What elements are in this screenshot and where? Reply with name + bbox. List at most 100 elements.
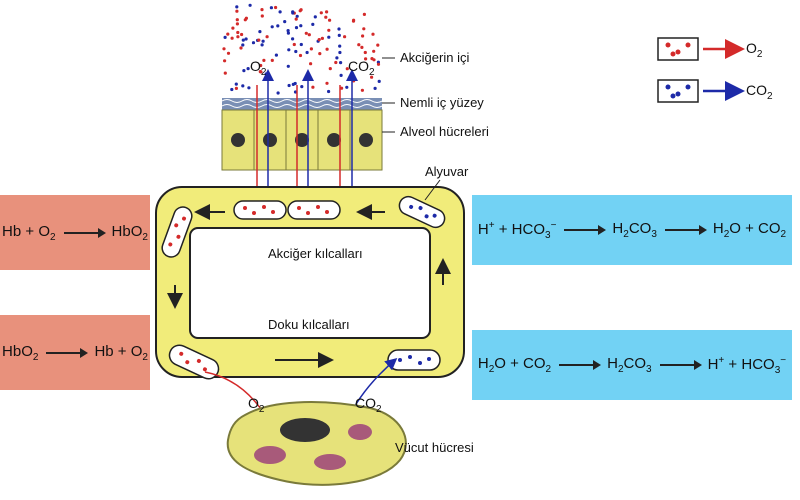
gas-molecule-dot	[248, 3, 252, 7]
gas-molecule-dot	[337, 27, 341, 31]
gas-molecule-dot	[362, 27, 366, 31]
gas-molecule-dot	[287, 48, 291, 52]
gas-molecule-dot	[339, 73, 343, 77]
gas-molecule-dot	[286, 31, 290, 35]
gas-molecule-dot	[244, 37, 248, 41]
gas-molecule-dot	[230, 36, 234, 40]
gas-molecule-dot	[328, 67, 332, 71]
gas-molecule-dot	[295, 14, 299, 18]
gas-molecule-dot	[339, 61, 343, 65]
rbc-oxygenated-lung-1	[233, 200, 287, 220]
gas-molecule-dot	[244, 16, 248, 20]
rbc-releasing-o2-tissue	[168, 344, 220, 380]
gas-molecule-dot	[307, 33, 311, 37]
alveolar-cells	[221, 109, 383, 171]
legend-co2-label: CO2	[746, 82, 773, 102]
gas-molecule-dot	[361, 34, 365, 38]
gas-molecule-dot	[269, 6, 273, 10]
gas-molecule-dot	[376, 62, 381, 66]
legend	[657, 37, 745, 103]
gas-molecule-dot	[335, 56, 339, 60]
gas-molecule-dot	[325, 81, 329, 85]
gas-molecule-dot	[372, 49, 376, 53]
gas-molecule-dot	[260, 43, 264, 47]
gas-molecule-dot	[345, 85, 349, 89]
gas-molecule-dot	[286, 29, 290, 33]
tissue-capillaries-label: Doku kılcalları	[268, 317, 350, 332]
gas-molecule-dot	[362, 12, 366, 16]
gas-molecule-dot	[298, 53, 303, 58]
gas-molecule-dot	[291, 10, 295, 14]
gas-molecule-dot	[265, 35, 269, 39]
gas-molecule-dot	[320, 36, 324, 41]
gas-molecule-dot	[317, 38, 321, 42]
gas-molecule-dot	[299, 24, 303, 28]
gas-molecule-dot	[300, 85, 304, 89]
gas-molecule-dot	[240, 32, 244, 37]
moist-surface-label: Nemli iç yüzey	[400, 95, 484, 110]
gas-molecule-dot	[236, 35, 240, 39]
gas-molecule-dot	[351, 19, 356, 23]
gas-molecule-dot	[276, 91, 280, 95]
red-blood-cells	[161, 195, 446, 380]
gas-molecule-dot	[223, 71, 227, 75]
gas-molecule-dot	[319, 11, 323, 15]
gas-molecule-dot	[260, 14, 264, 18]
co2-lung-label: CO2	[348, 58, 375, 78]
moist-surface-band	[221, 98, 383, 110]
gas-molecule-dot	[309, 62, 313, 66]
gas-molecule-dot	[327, 89, 331, 94]
lung-interior-dots	[222, 3, 381, 95]
gas-molecule-dot	[305, 50, 309, 55]
gas-molecule-dot	[328, 18, 332, 22]
gas-molecule-dot	[230, 87, 234, 92]
gas-molecule-dot	[241, 43, 245, 47]
rbc-oxygenated-left	[161, 206, 193, 258]
gas-molecule-dot	[371, 32, 375, 36]
gas-molecule-dot	[274, 5, 278, 10]
gas-molecule-dot	[373, 86, 377, 90]
gas-molecule-dot	[299, 42, 303, 47]
gas-molecule-dot	[294, 26, 299, 30]
gas-molecule-dot	[338, 44, 342, 48]
gas-molecule-dot	[242, 69, 246, 73]
o2-tissue-label: O2	[248, 395, 265, 415]
gas-molecule-dot	[235, 9, 239, 13]
gas-molecule-dot	[286, 64, 290, 68]
gas-molecule-dot	[270, 58, 274, 63]
gas-molecule-dot	[247, 86, 251, 90]
gas-molecule-dot	[231, 26, 235, 30]
gas-molecule-dot	[259, 63, 263, 68]
gas-molecule-dot	[363, 50, 367, 55]
label-leaders	[382, 57, 441, 201]
legend-co2-sample	[657, 79, 745, 103]
gas-molecule-dot	[223, 59, 227, 63]
gas-molecule-dot	[338, 50, 342, 55]
gas-molecule-dot	[246, 67, 250, 71]
gas-molecule-dot	[311, 22, 315, 26]
red-blood-cell-label: Alyuvar	[425, 164, 469, 179]
gas-molecule-dot	[364, 57, 368, 61]
gas-molecule-dot	[226, 32, 230, 36]
gas-molecule-dot	[235, 22, 239, 26]
gas-molecule-dot	[276, 24, 280, 28]
gas-molecule-dot	[294, 17, 298, 21]
gas-molecule-dot	[309, 47, 313, 51]
gas-molecule-dot	[291, 37, 295, 41]
gas-molecule-dot	[311, 85, 315, 89]
gas-molecule-dot	[274, 53, 278, 57]
gas-molecule-dot	[327, 28, 331, 32]
gas-molecule-dot	[370, 57, 374, 61]
body-cell	[226, 401, 407, 486]
flow-arrows	[167, 204, 451, 368]
rbc-oxygenated-lung-2	[287, 200, 341, 220]
gas-molecule-dot	[377, 79, 381, 83]
gas-molecule-dot	[291, 82, 295, 86]
gas-molecule-dot	[226, 51, 231, 55]
body-cell-label: Vücut hücresi	[395, 440, 474, 455]
gas-molecule-dot	[258, 30, 262, 34]
